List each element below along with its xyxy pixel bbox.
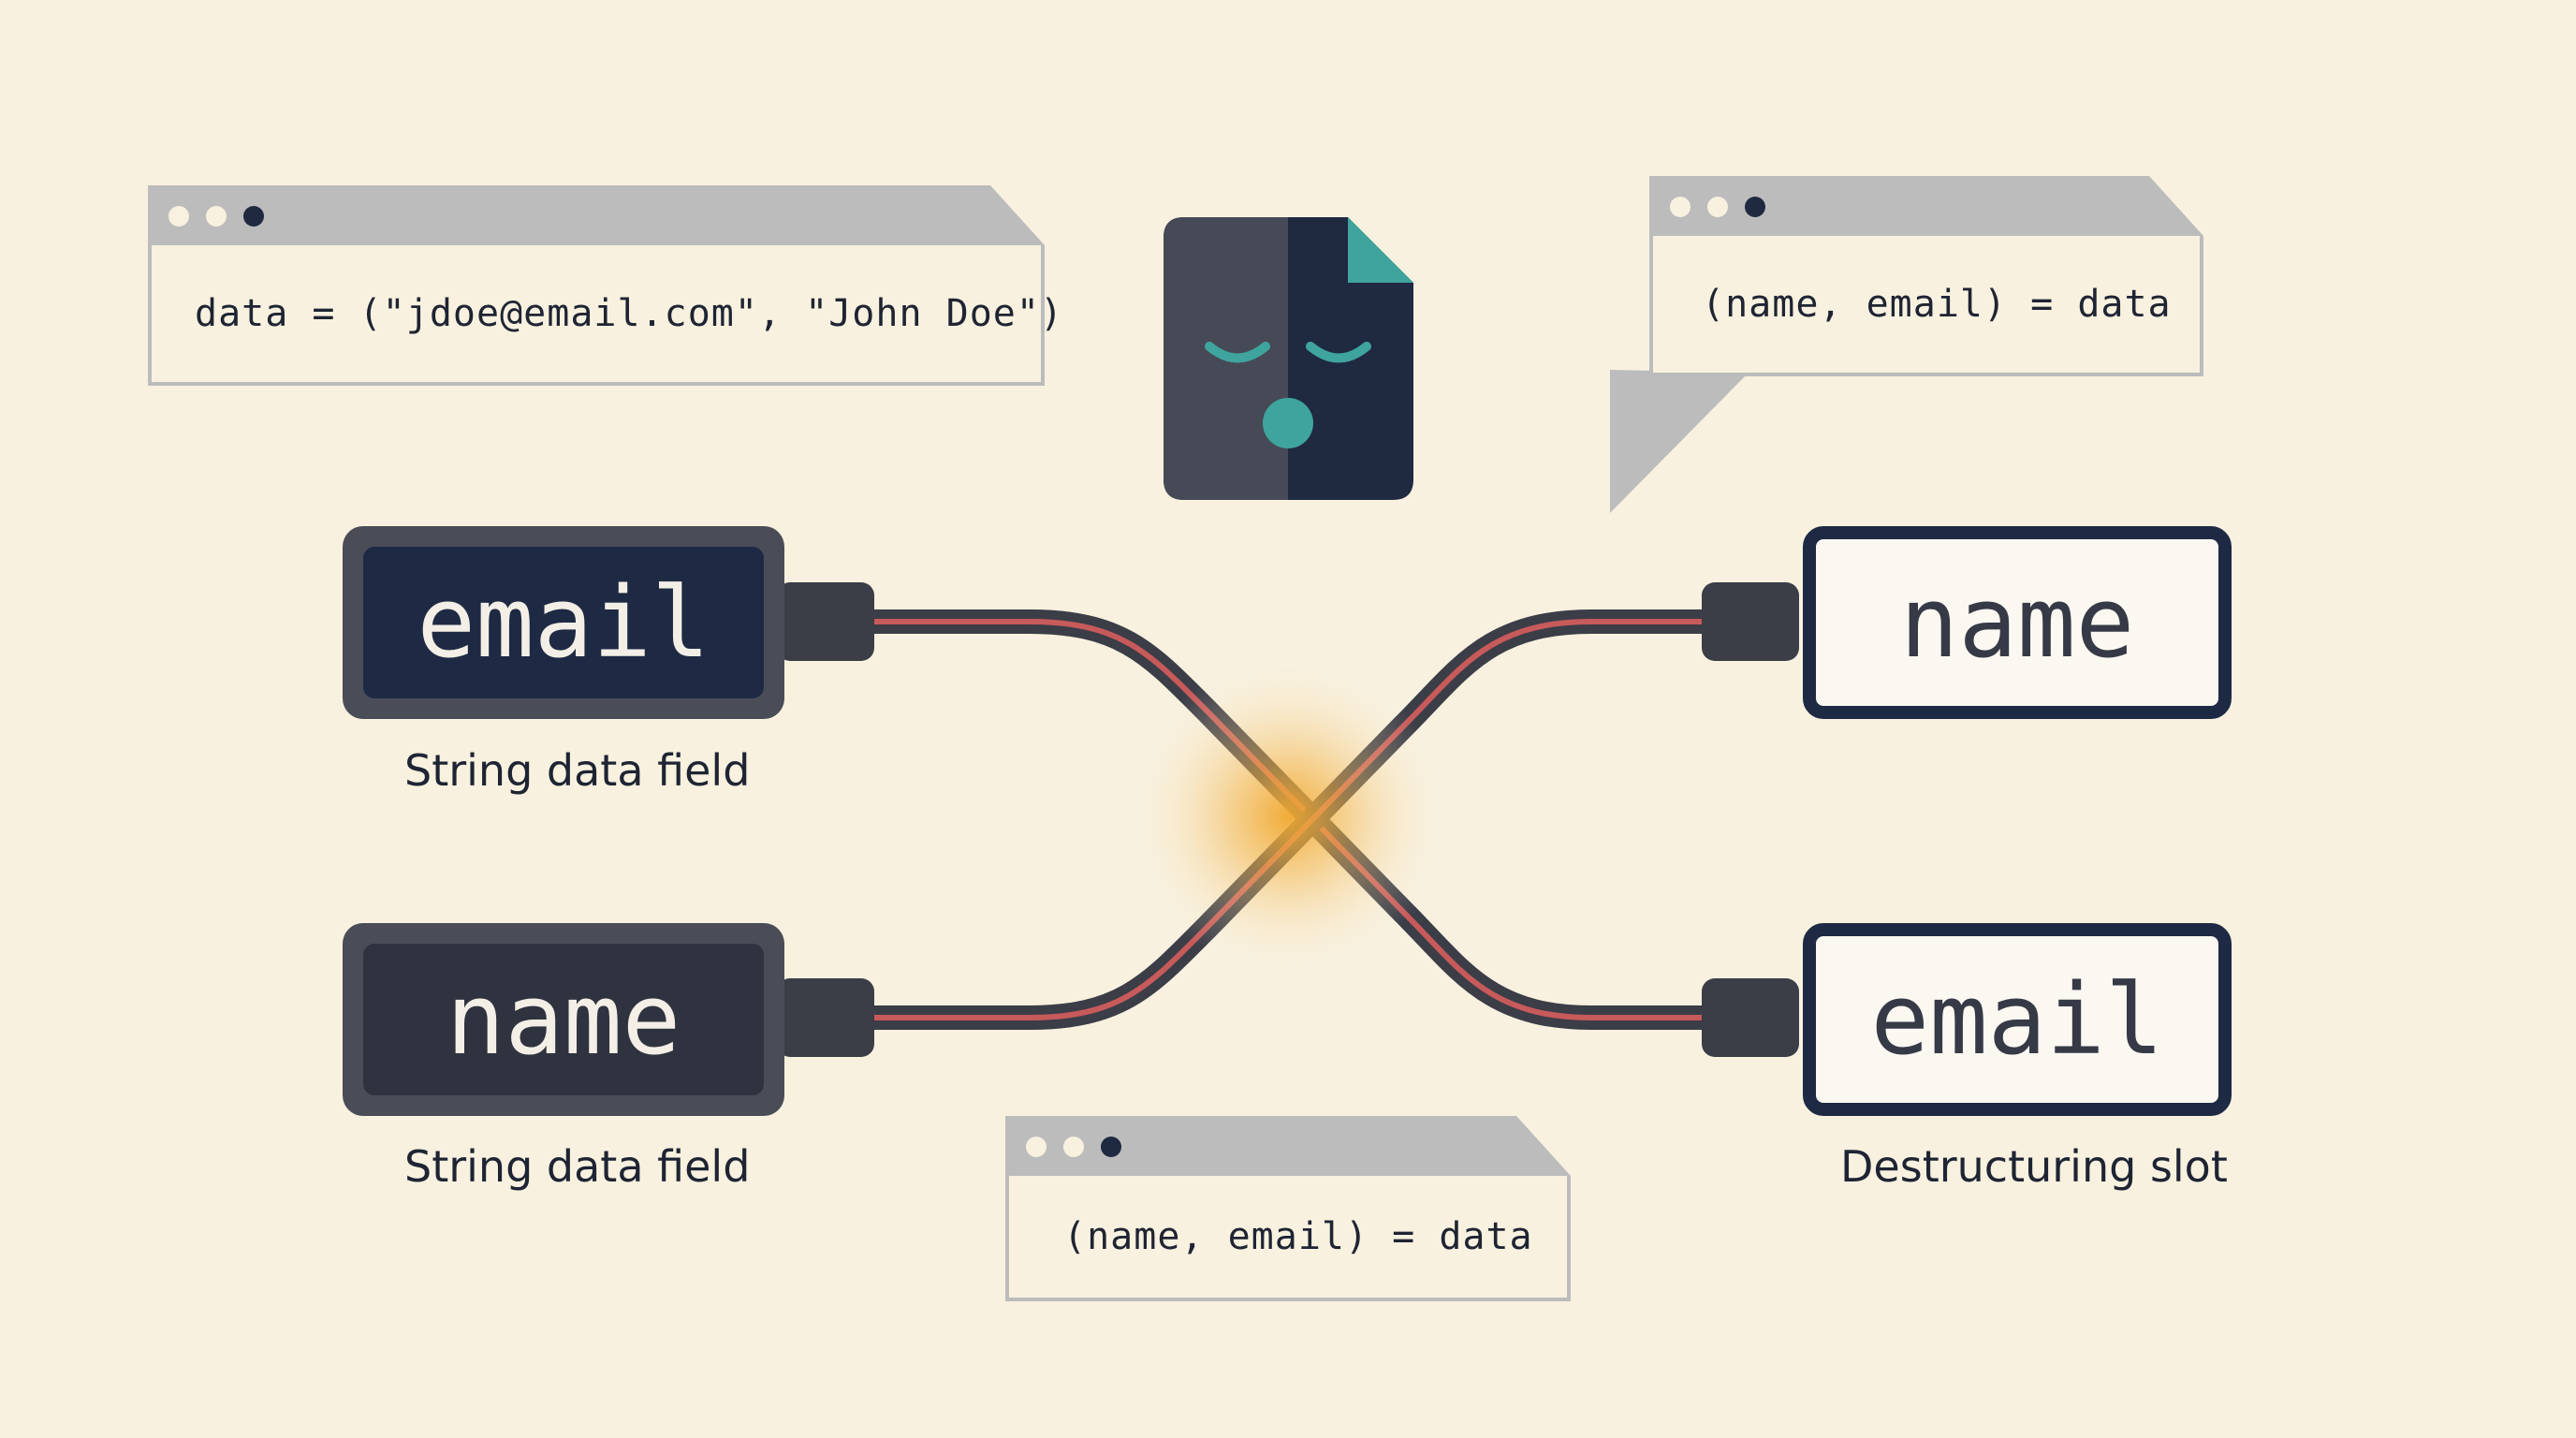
window-dot — [243, 206, 264, 227]
window-dot — [1670, 197, 1690, 217]
window-dot — [206, 206, 227, 227]
field-caption: String data field — [404, 745, 751, 796]
file-mascot-sleeping-icon — [1164, 217, 1413, 500]
window-dot — [1026, 1137, 1046, 1157]
plug-right-bottom — [1702, 978, 1799, 1057]
speech-tail — [1610, 370, 1749, 513]
spark-glow-icon — [1129, 657, 1447, 976]
plug-left-bottom — [777, 978, 874, 1057]
field-caption: String data field — [404, 1141, 751, 1192]
code-line: data = ("jdoe@email.com", "John Doe") — [148, 245, 1062, 386]
code-line: (name, email) = data — [1649, 236, 2203, 376]
destructuring-slot-name: name — [1803, 526, 2232, 719]
window-dot — [1063, 1137, 1084, 1157]
window-dot — [1745, 197, 1765, 217]
code-window-top-right: (name, email) = data — [1649, 176, 2203, 376]
data-field-email: email — [343, 526, 784, 719]
destructuring-slot-email: email — [1803, 923, 2232, 1116]
code-window-top-left: data = ("jdoe@email.com", "John Doe") — [148, 185, 1062, 386]
window-dot — [168, 206, 189, 227]
window-dot — [1707, 197, 1728, 217]
slot-caption: Destructuring slot — [1840, 1141, 2228, 1192]
plug-right-top — [1702, 582, 1799, 661]
plug-left-top — [777, 582, 874, 661]
code-window-bottom: (name, email) = data — [1005, 1116, 1571, 1301]
code-line: (name, email) = data — [1005, 1176, 1571, 1301]
window-dot — [1101, 1137, 1121, 1157]
data-field-name: name — [343, 923, 784, 1116]
